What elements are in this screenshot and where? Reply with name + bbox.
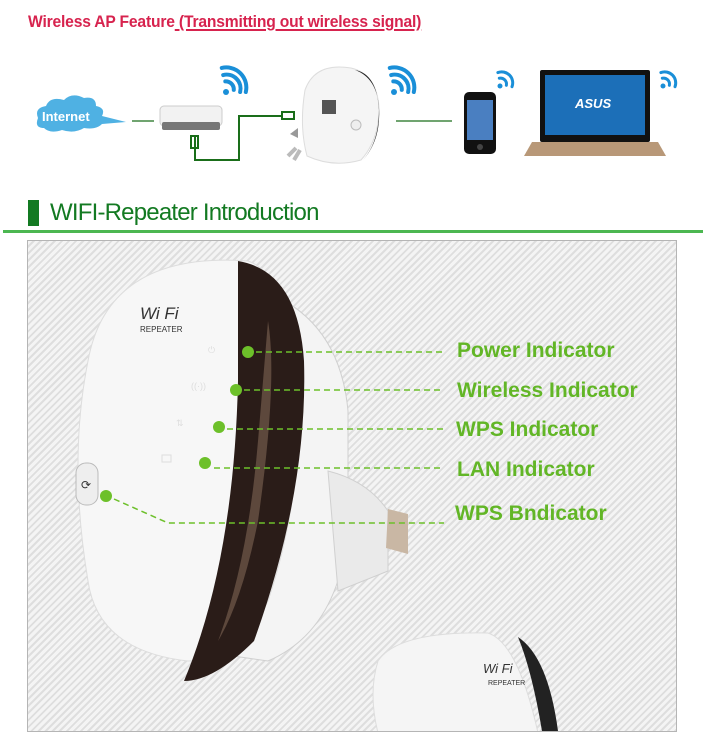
wireless-symbol-icon: ((·)) [191, 381, 206, 391]
indicator-dots [100, 346, 254, 502]
feature-subtitle-text: (Transmitting out wireless signal) [174, 12, 422, 31]
section-title: WIFI-Repeater Introduction [50, 199, 319, 226]
section-marker [28, 200, 39, 226]
router-icon [159, 105, 223, 130]
laptop-icon: ASUS [524, 70, 666, 156]
wifi-signal-icon [496, 70, 515, 89]
cable-icon [194, 115, 283, 161]
wireless-indicator-label: Wireless Indicator [457, 379, 638, 402]
power-symbol-icon: ⏻ [208, 345, 215, 355]
repeater-logo-text-secondary: REPEATER [488, 680, 525, 687]
wifi-logo: Wi Fi [140, 304, 180, 323]
power-indicator-label: Power Indicator [457, 339, 615, 362]
wps-button [75, 462, 99, 506]
wps-button-icon: ⟳ [81, 478, 91, 492]
repeater-device-icon [286, 66, 380, 164]
wifi-signal-icon [387, 65, 417, 95]
network-diagram: Internet [36, 65, 678, 164]
svg-text:Internet: Internet [42, 109, 90, 124]
internet-cloud-icon: Internet [36, 95, 126, 132]
wifi-signal-icon [659, 70, 678, 89]
product-image-frame: Wi Fi REPEATER ⏻ ((·)) ⇅ ⟳ Wi Fi REPE [27, 240, 677, 732]
repeater-logo-text: REPEATER [140, 325, 183, 334]
section-divider [3, 230, 703, 233]
wps-indicator-label: WPS Indicator [456, 418, 599, 441]
wps-button-label: WPS Bndicator [455, 502, 607, 525]
feature-title-text: Wireless AP Feature [28, 12, 175, 31]
lan-indicator-label: LAN Indicator [457, 458, 595, 481]
wps-symbol-icon: ⇅ [176, 418, 184, 428]
repeater-product-illustration: Wi Fi REPEATER ⏻ ((·)) ⇅ ⟳ Wi Fi REPE [75, 259, 558, 731]
wifi-signal-icon [219, 65, 249, 95]
svg-text:ASUS: ASUS [574, 96, 611, 111]
wifi-logo-secondary: Wi Fi [483, 661, 514, 676]
leader-lines [113, 351, 444, 524]
wireless-ap-feature-title: Wireless AP Feature (Transmitting out wi… [28, 12, 421, 32]
lan-symbol-icon [161, 454, 172, 463]
smartphone-icon [464, 92, 496, 154]
